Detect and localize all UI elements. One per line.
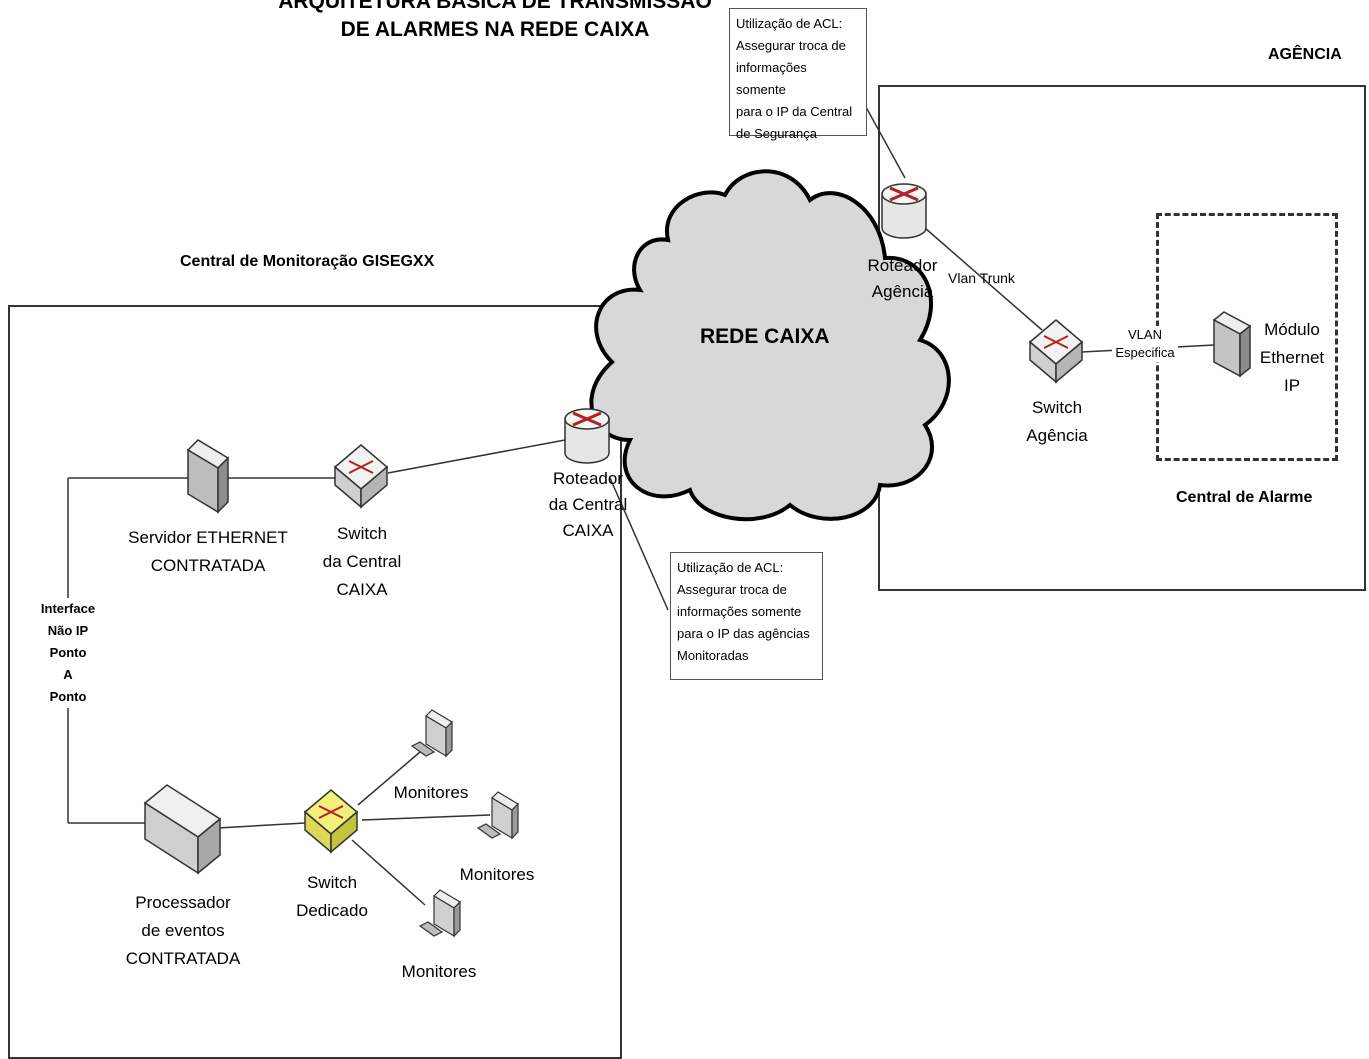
diagram-title: ARQUITETURA BÁSICA DE TRANSMISSÃO DE ALA… bbox=[260, 0, 730, 44]
roteador-central-label-line: Roteador bbox=[553, 469, 623, 488]
vlan-especifica-label-line: VLAN bbox=[1128, 327, 1162, 342]
acl-note-top: Utilização de ACL: Assegurar troca de in… bbox=[729, 8, 867, 141]
note-bottom-pointer bbox=[609, 477, 669, 611]
modulo-ethernet-icon bbox=[1212, 311, 1252, 378]
processador-label-line: de eventos bbox=[141, 921, 225, 940]
link-dedicado-to-monitor2 bbox=[361, 814, 491, 821]
switch-agencia-label-line: Switch bbox=[1031, 398, 1083, 417]
monitor-3-label: Monitores bbox=[401, 962, 477, 981]
central-alarme-title: Central de Alarme bbox=[1176, 489, 1313, 506]
switch-central-label: Switch da Central CAIXA bbox=[312, 520, 412, 604]
link-dedicado-to-monitor3 bbox=[351, 839, 426, 906]
switch-dedicado-icon bbox=[303, 789, 359, 854]
monitor-1-icon bbox=[410, 709, 453, 758]
link-processador-to-switch-dedicado bbox=[217, 822, 306, 829]
interface-label-line: Não IP bbox=[47, 623, 89, 638]
link-dedicado-to-monitor1 bbox=[357, 751, 421, 806]
acl-note-bottom-line: Monitoradas bbox=[677, 648, 749, 663]
interface-label-line: Ponto bbox=[49, 689, 87, 704]
link-roteador-agencia-to-switch bbox=[924, 227, 1043, 331]
modulo-ethernet-label: Módulo Ethernet IP bbox=[1252, 316, 1332, 400]
agencia-title: AGÊNCIA bbox=[1268, 46, 1342, 63]
roteador-agencia-icon bbox=[881, 183, 927, 239]
servidor-label: Servidor ETHERNET CONTRATADA bbox=[122, 524, 294, 580]
switch-agencia-label-line: Agência bbox=[1026, 426, 1088, 445]
acl-note-bottom-line: informações somente bbox=[677, 604, 802, 619]
roteador-agencia-label-line: Agência bbox=[871, 282, 934, 301]
switch-central-label-line: CAIXA bbox=[336, 580, 388, 599]
monitor-2-icon bbox=[476, 791, 519, 840]
title-line-2: DE ALARMES NA REDE CAIXA bbox=[340, 18, 650, 41]
monitor-3-icon bbox=[418, 889, 461, 938]
processador-label-line: Processador bbox=[135, 893, 231, 912]
title-line-1: ARQUITETURA BÁSICA DE TRANSMISSÃO bbox=[278, 0, 712, 13]
acl-note-bottom-line: Utilização de ACL: bbox=[677, 560, 784, 575]
acl-note-top-line: de Segurança bbox=[736, 126, 817, 141]
servidor-label-line: Servidor ETHERNET bbox=[128, 528, 288, 547]
acl-note-bottom-line: para o IP das agências bbox=[677, 626, 810, 641]
acl-note-top-line: Utilização de ACL: bbox=[736, 16, 843, 31]
acl-note-bottom: Utilização de ACL: Assegurar troca de in… bbox=[670, 552, 823, 680]
interface-label-line: Interface bbox=[40, 601, 96, 616]
acl-note-bottom-line: Assegurar troca de bbox=[677, 582, 787, 597]
acl-note-top-line: informações somente bbox=[736, 60, 807, 97]
switch-central-icon bbox=[333, 444, 389, 509]
roteador-agencia-label-line: Roteador bbox=[867, 256, 938, 275]
modulo-ethernet-label-line: IP bbox=[1283, 376, 1301, 395]
roteador-central-label-line: CAIXA bbox=[562, 521, 614, 540]
switch-dedicado-label: Switch Dedicado bbox=[287, 869, 377, 925]
processador-label-line: CONTRATADA bbox=[125, 949, 241, 968]
switch-dedicado-label-line: Dedicado bbox=[296, 901, 368, 920]
switch-dedicado-label-line: Switch bbox=[306, 873, 358, 892]
central-monitoracao-title: Central de Monitoração GISEGXX bbox=[180, 253, 435, 270]
rede-caixa-label: REDE CAIXA bbox=[700, 325, 830, 348]
modulo-ethernet-label-line: Ethernet bbox=[1259, 348, 1325, 367]
interface-label-line: A bbox=[63, 667, 73, 682]
roteador-central-label-line: da Central bbox=[548, 495, 628, 514]
vlan-especifica-label-line: Especifica bbox=[1115, 345, 1175, 360]
switch-central-label-line: Switch bbox=[336, 524, 388, 543]
acl-note-top-line: Assegurar troca de bbox=[736, 38, 846, 53]
link-switch-to-roteador-central bbox=[387, 439, 566, 474]
rede-caixa-cloud bbox=[589, 169, 951, 522]
interface-label: Interface Não IP Ponto A Ponto bbox=[30, 598, 106, 708]
servidor-icon bbox=[186, 439, 230, 514]
roteador-agencia-label: Roteador Agência bbox=[855, 253, 950, 305]
roteador-central-icon bbox=[564, 408, 610, 464]
switch-agencia-icon bbox=[1028, 319, 1084, 384]
monitor-1-label: Monitores bbox=[393, 783, 469, 802]
interface-label-line: Ponto bbox=[49, 645, 87, 660]
processador-label: Processador de eventos CONTRATADA bbox=[122, 889, 244, 973]
switch-central-label-line: da Central bbox=[322, 552, 402, 571]
roteador-central-label: Roteador da Central CAIXA bbox=[538, 466, 638, 544]
monitor-2-label: Monitores bbox=[459, 865, 535, 884]
modulo-ethernet-label-line: Módulo bbox=[1264, 320, 1320, 339]
switch-agencia-label: Switch Agência bbox=[1012, 394, 1102, 450]
servidor-label-line: CONTRATADA bbox=[150, 556, 266, 575]
acl-note-top-line: para o IP da Central bbox=[736, 104, 853, 119]
processador-icon bbox=[143, 784, 222, 875]
vlan-especifica-label: VLAN Especifica bbox=[1112, 326, 1178, 362]
vlan-trunk-label: Vlan Trunk bbox=[948, 270, 1015, 286]
